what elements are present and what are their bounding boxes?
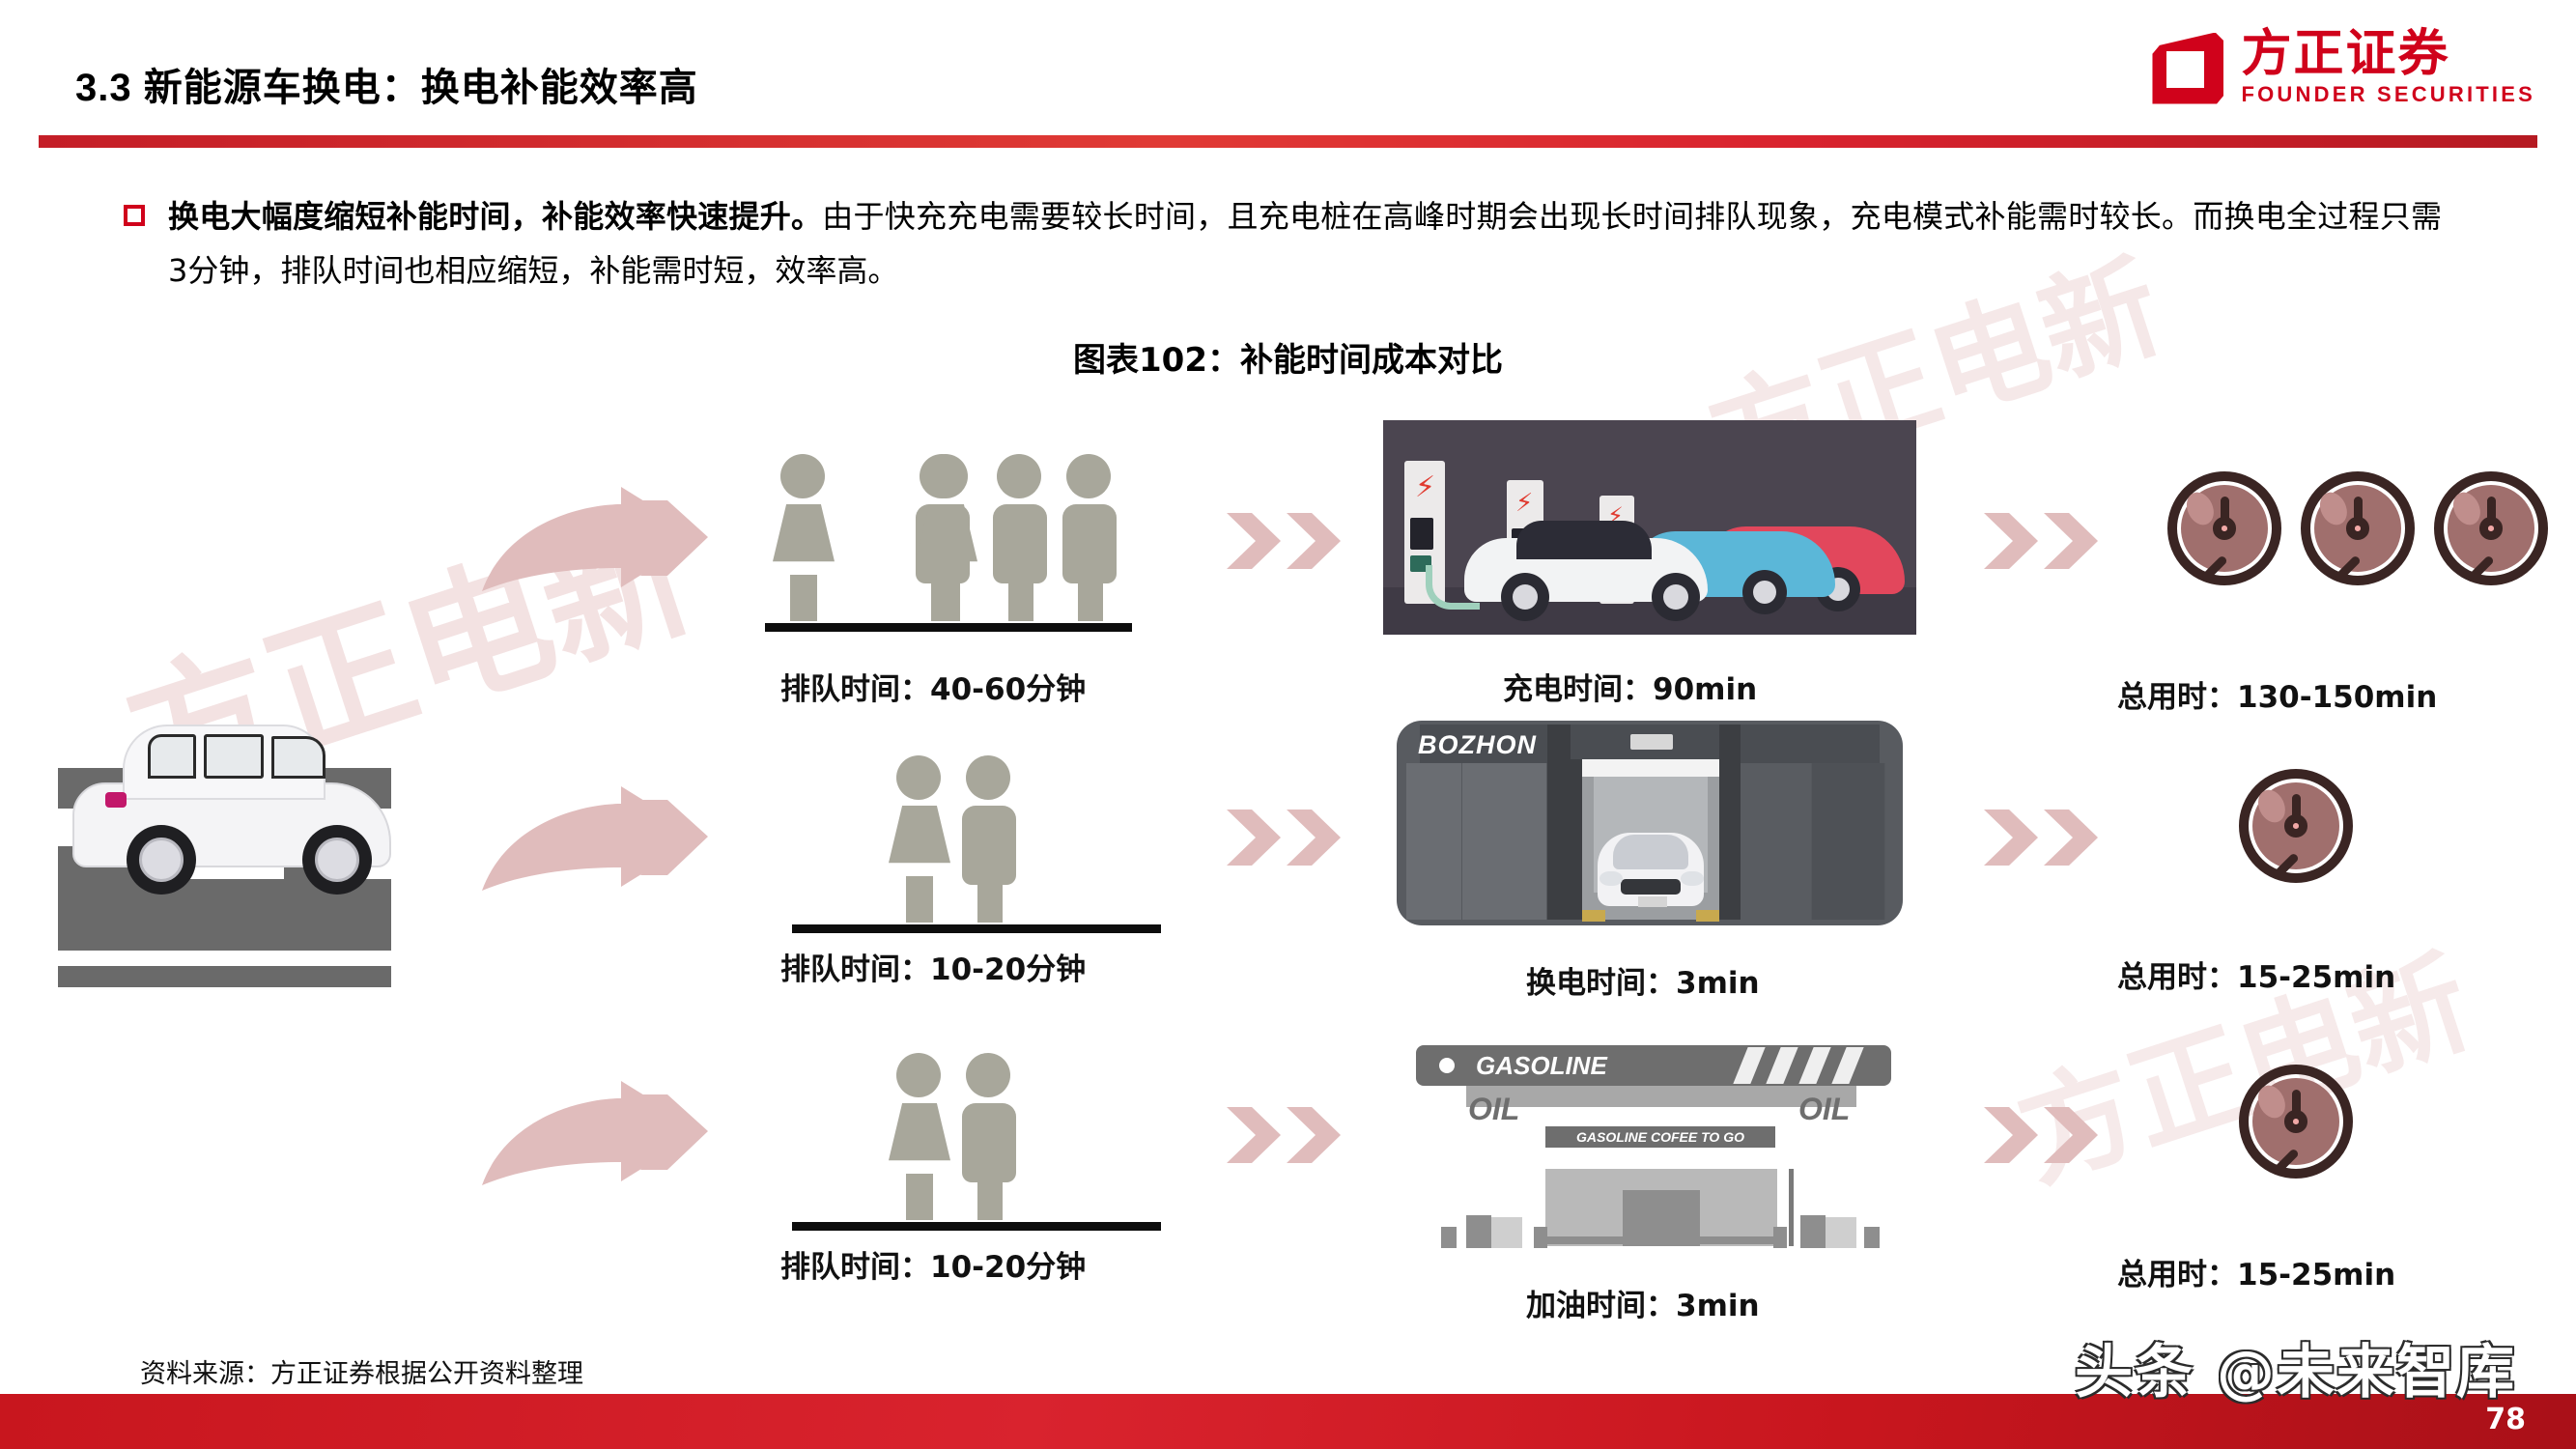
gas-station-photo: GASOLINE OIL OIL GASOLINE COFEE TO GO (1383, 1026, 1916, 1248)
page-title: 3.3 新能源车换电：换电补能效率高 (75, 67, 698, 109)
queue-people-row1 (765, 454, 1132, 647)
swap-station-brand-label: BOZHON (1418, 730, 1537, 759)
battery-swap-station-photo: BOZHON (1383, 717, 1916, 929)
flow-arrow-row2-stage1 (482, 786, 708, 891)
gas-canopy-label: GASOLINE (1476, 1051, 1607, 1080)
flow-arrow-row2-stage3 (1984, 810, 2098, 866)
footer-watermark: 头条 @未来智库 (2075, 1339, 2516, 1406)
bullet-square-icon (124, 205, 145, 226)
caption-row1-total: 总用时：130-150min (2117, 680, 2438, 715)
figure-title: 图表102：补能时间成本对比 (1073, 341, 1503, 380)
bullet-body-text: 由于快充充电需要较长时间，且充电桩在高峰时期会出现长时间排队现象，充电模式补能需… (168, 198, 2442, 289)
queue-people-row3 (792, 1053, 1161, 1246)
caption-row3-service: 加油时间：3min (1526, 1289, 1760, 1323)
clock-icon-row3-a (2239, 1065, 2353, 1179)
flow-arrow-row2-stage2 (1227, 810, 1341, 866)
bullet-bold-text: 换电大幅度缩短补能时间，补能效率快速提升。 (168, 198, 823, 235)
caption-row3-queue: 排队时间：10-20分钟 (780, 1250, 1087, 1285)
caption-row2-total: 总用时：15-25min (2117, 960, 2396, 995)
footer-red-bar (0, 1394, 2576, 1449)
logo-english-name: FOUNDER SECURITIES (2241, 82, 2535, 107)
founder-securities-logo: 方正证券 FOUNDER SECURITIES (2152, 25, 2535, 107)
queue-people-row2 (792, 755, 1161, 949)
caption-row1-service: 充电时间：90min (1503, 672, 1758, 707)
flow-arrow-row3-stage1 (482, 1081, 708, 1185)
bullet-paragraph: 换电大幅度缩短补能时间，补能效率快速提升。由于快充充电需要较长时间，且充电桩在高… (124, 189, 2442, 298)
source-note: 资料来源：方正证券根据公开资料整理 (140, 1359, 583, 1389)
gas-oil-label-left: OIL (1468, 1092, 1520, 1126)
caption-row1-queue: 排队时间：40-60分钟 (780, 672, 1087, 707)
caption-row2-service: 换电时间：3min (1526, 966, 1760, 1001)
clock-icon-row1-b (2301, 471, 2415, 585)
logo-chinese-name: 方正证券 (2241, 25, 2450, 83)
flow-arrow-row1-stage3 (1984, 513, 2098, 569)
flow-arrow-row3-stage2 (1227, 1107, 1341, 1163)
ev-charging-station-photo: ⚡ ⚡ ⚡ (1383, 420, 1916, 635)
caption-row3-total: 总用时：15-25min (2117, 1258, 2396, 1293)
gas-band-label: GASOLINE COFEE TO GO (1576, 1129, 1744, 1145)
caption-row2-queue: 排队时间：10-20分钟 (780, 952, 1087, 987)
gas-oil-label-right: OIL (1798, 1092, 1851, 1126)
flow-arrow-row1-stage1 (482, 487, 708, 591)
header-divider-rule (39, 135, 2537, 148)
flow-arrow-row3-stage3 (1984, 1107, 2098, 1163)
logo-mark-icon (2152, 32, 2224, 104)
clock-icon-row2-a (2239, 769, 2353, 883)
page-number: 78 (2485, 1403, 2526, 1436)
clock-icon-row1-c (2434, 471, 2548, 585)
clock-icon-row1-a (2167, 471, 2281, 585)
flow-arrow-row1-stage2 (1227, 513, 1341, 569)
